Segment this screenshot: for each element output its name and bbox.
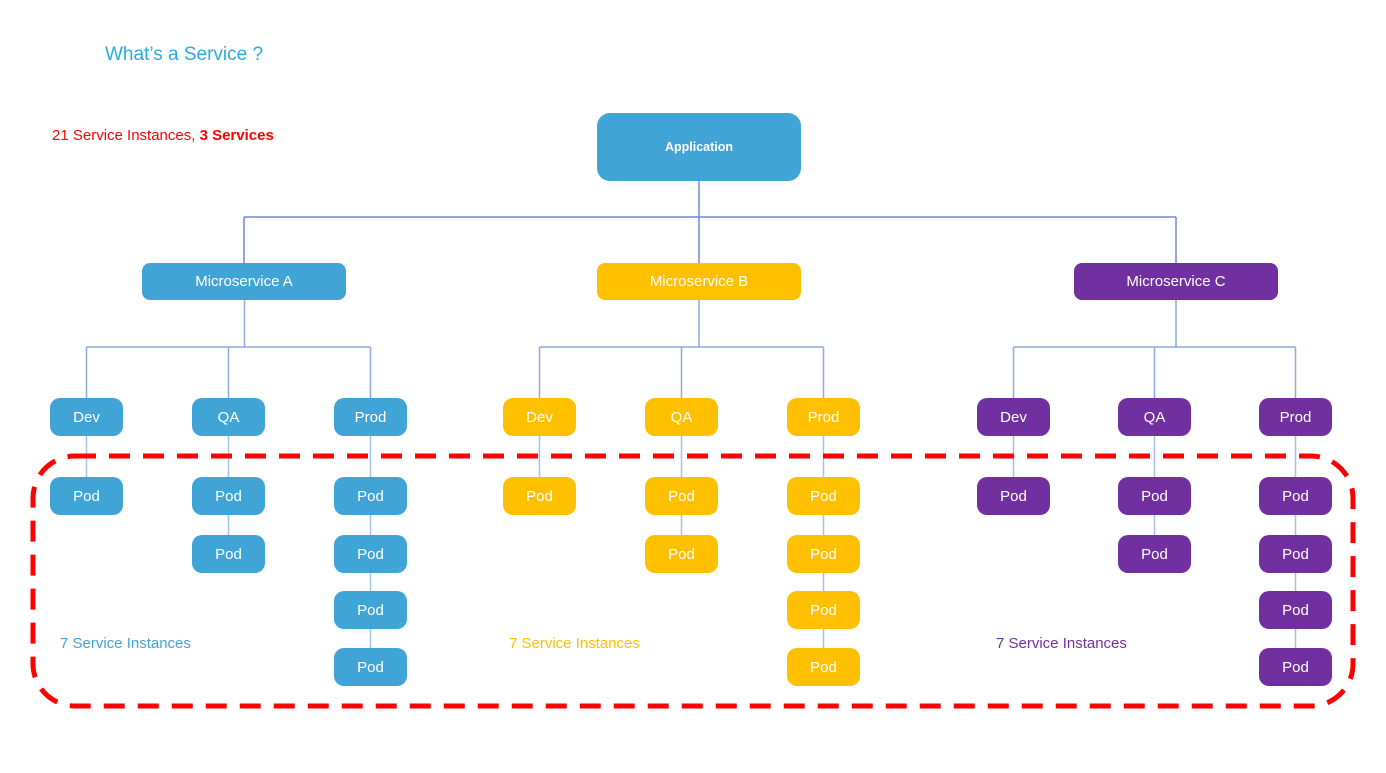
env-b-qa-node: QA (645, 398, 718, 436)
summary-prefix: 21 Service Instances, (52, 127, 200, 144)
env-b-dev-node: Dev (503, 398, 576, 436)
instances-caption-b: 7 Service Instances (509, 635, 640, 652)
summary-line: 21 Service Instances, 3 Services (52, 127, 274, 144)
service-instances-group-outline (30, 453, 1356, 709)
env-c-prod-node: Prod (1259, 398, 1332, 436)
pod-c-qa-1: Pod (1118, 477, 1191, 515)
pod-b-qa-1: Pod (645, 477, 718, 515)
instances-caption-c: 7 Service Instances (996, 635, 1127, 652)
instances-caption-a: 7 Service Instances (60, 635, 191, 652)
summary-bold: 3 Services (199, 127, 274, 144)
pod-a-prod-4: Pod (334, 648, 407, 686)
pod-c-qa-2: Pod (1118, 535, 1191, 573)
pod-a-prod-1: Pod (334, 477, 407, 515)
pod-a-qa-1: Pod (192, 477, 265, 515)
connector-level1 (243, 181, 1177, 263)
microservice-b-node: Microservice B (597, 263, 801, 300)
pod-a-prod-3: Pod (334, 591, 407, 629)
page-title: What’s a Service ? (105, 44, 264, 65)
microservice-a-node: Microservice A (142, 263, 346, 300)
pod-a-dev-1: Pod (50, 477, 123, 515)
pod-a-qa-2: Pod (192, 535, 265, 573)
env-a-qa-node: QA (192, 398, 265, 436)
pod-b-qa-2: Pod (645, 535, 718, 573)
env-c-qa-node: QA (1118, 398, 1191, 436)
pod-c-prod-3: Pod (1259, 591, 1332, 629)
connector-level2 (85, 300, 1297, 398)
env-b-prod-node: Prod (787, 398, 860, 436)
application-node: Application (597, 113, 801, 181)
pod-c-prod-1: Pod (1259, 477, 1332, 515)
pod-b-dev-1: Pod (503, 477, 576, 515)
pod-c-prod-4: Pod (1259, 648, 1332, 686)
pod-b-prod-4: Pod (787, 648, 860, 686)
pod-b-prod-1: Pod (787, 477, 860, 515)
pod-b-prod-2: Pod (787, 535, 860, 573)
env-c-dev-node: Dev (977, 398, 1050, 436)
env-a-dev-node: Dev (50, 398, 123, 436)
env-a-prod-node: Prod (334, 398, 407, 436)
pod-c-prod-2: Pod (1259, 535, 1332, 573)
microservice-c-node: Microservice C (1074, 263, 1278, 300)
pod-c-dev-1: Pod (977, 477, 1050, 515)
pod-b-prod-3: Pod (787, 591, 860, 629)
pod-a-prod-2: Pod (334, 535, 407, 573)
